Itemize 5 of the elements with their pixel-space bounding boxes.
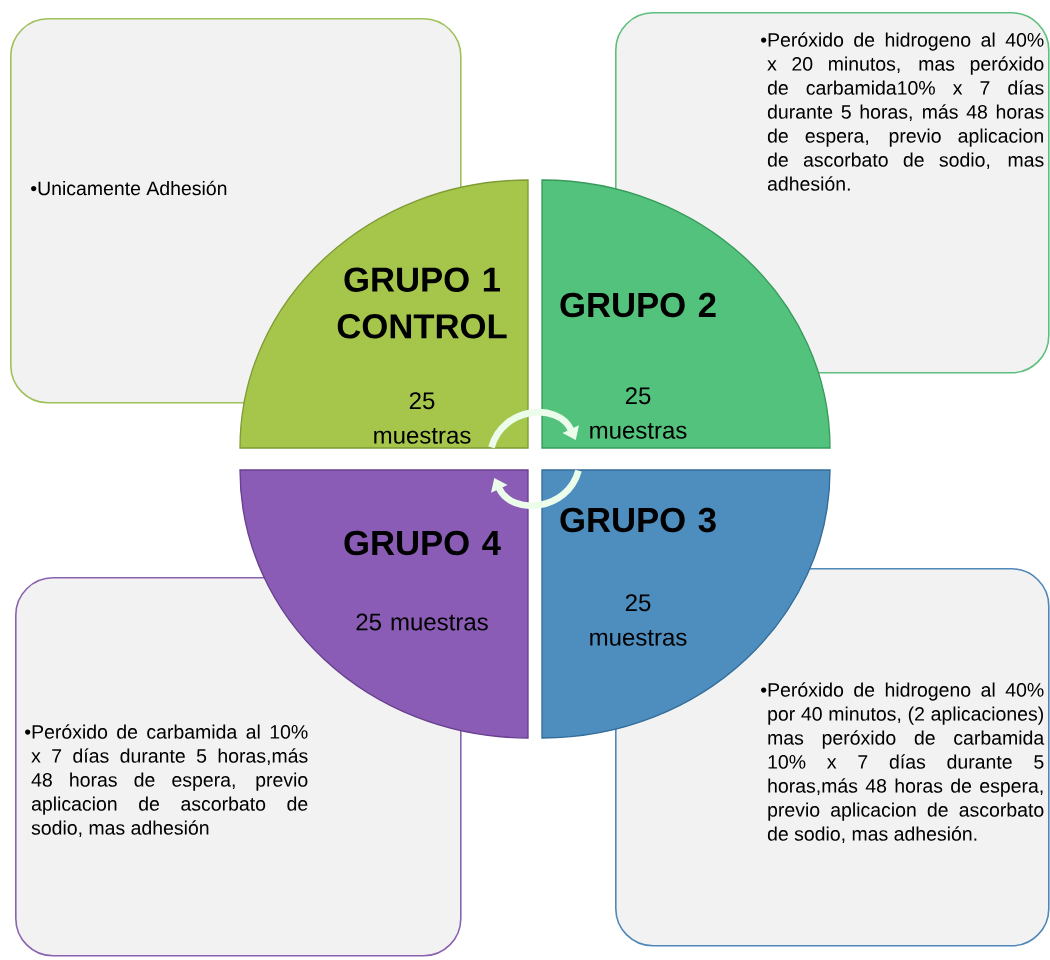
cycle-arrow bbox=[491, 469, 582, 510]
group-heading: GRUPO 4 bbox=[344, 530, 501, 556]
group-heading: GRUPO 3 bbox=[560, 507, 716, 533]
cycle-arrow bbox=[488, 408, 579, 449]
sample-count: 25 muestras bbox=[590, 387, 687, 439]
